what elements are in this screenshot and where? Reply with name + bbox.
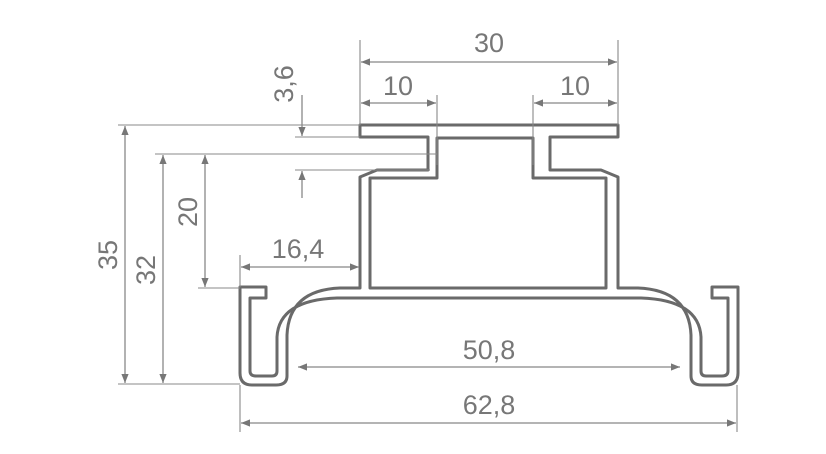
- dimension-lines: [118, 40, 738, 432]
- profile-left-half: [238, 123, 489, 387]
- label-10-left: 10: [383, 71, 413, 101]
- label-50-8: 50,8: [463, 335, 516, 365]
- label-10-right: 10: [560, 71, 590, 101]
- label-20: 20: [173, 197, 203, 227]
- label-62-8: 62,8: [463, 390, 516, 420]
- label-30: 30: [474, 28, 504, 58]
- label-32: 32: [131, 255, 161, 285]
- label-3-6: 3,6: [269, 65, 299, 103]
- dimension-labels: 30 10 10 3,6 35 32 20 16,4 50,8 62,8: [93, 28, 590, 420]
- profile-inner-cavity: [368, 136, 608, 290]
- profile-right-half: [489, 123, 740, 387]
- label-35: 35: [93, 240, 123, 270]
- label-16-4: 16,4: [272, 234, 325, 264]
